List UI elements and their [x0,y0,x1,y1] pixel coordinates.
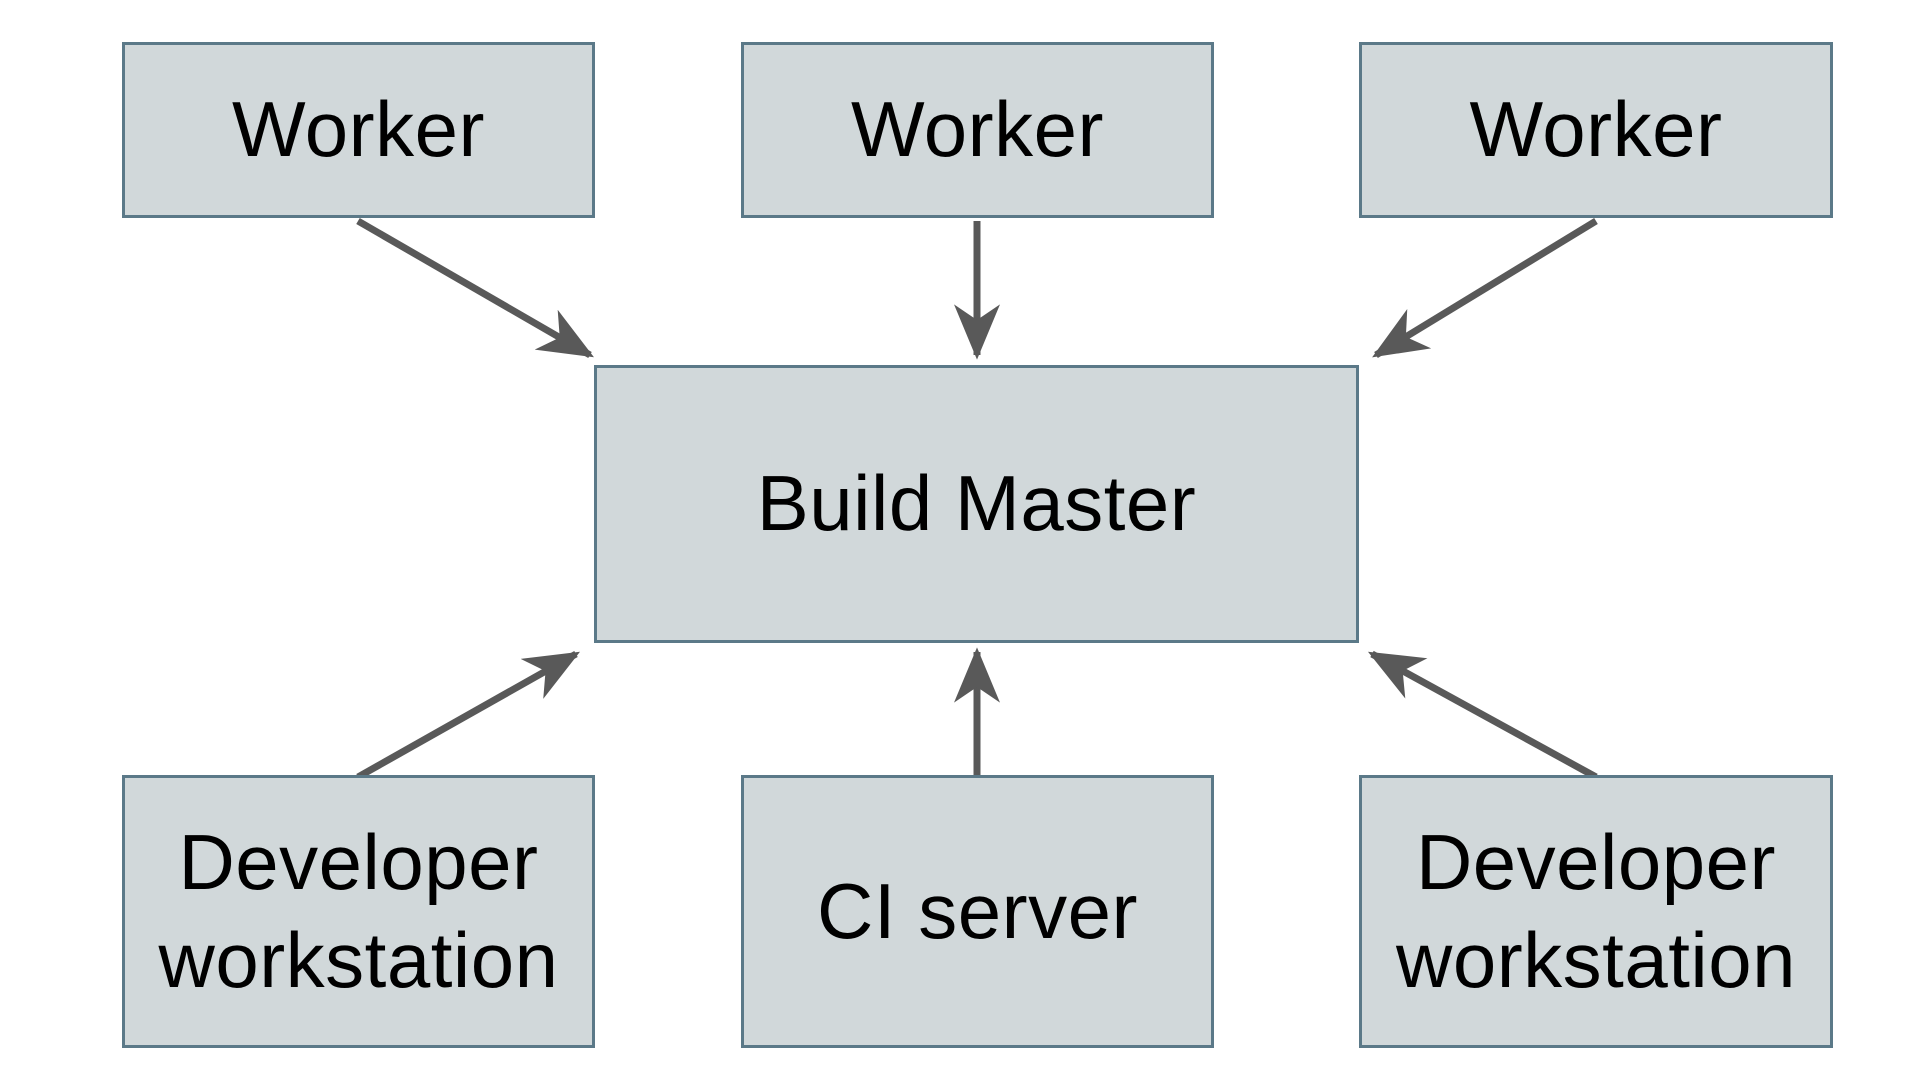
node-build-master-label: Build Master [756,459,1197,548]
node-developer-workstation-right: Developer workstation [1359,775,1833,1048]
node-developer-workstation-left-label: Developer workstation [158,818,559,1004]
node-worker-1-label: Worker [232,85,485,174]
node-worker-2-label: Worker [851,85,1104,174]
node-worker-3-label: Worker [1469,85,1723,174]
arrow-dev-right-to-build-master [1367,650,1598,781]
node-ci-server: CI server [741,775,1214,1048]
node-build-master: Build Master [594,365,1359,643]
node-ci-server-label: CI server [817,866,1138,955]
node-developer-workstation-right-label: Developer workstation [1396,818,1796,1004]
arrow-dev-left-to-build-master [356,650,581,781]
arrow-worker1-to-build-master [356,217,594,359]
node-worker-3: Worker [1359,42,1833,218]
node-worker-1: Worker [122,42,595,218]
node-developer-workstation-left: Developer workstation [122,775,595,1048]
arrow-worker3-to-build-master [1372,218,1598,358]
node-worker-2: Worker [741,42,1214,218]
